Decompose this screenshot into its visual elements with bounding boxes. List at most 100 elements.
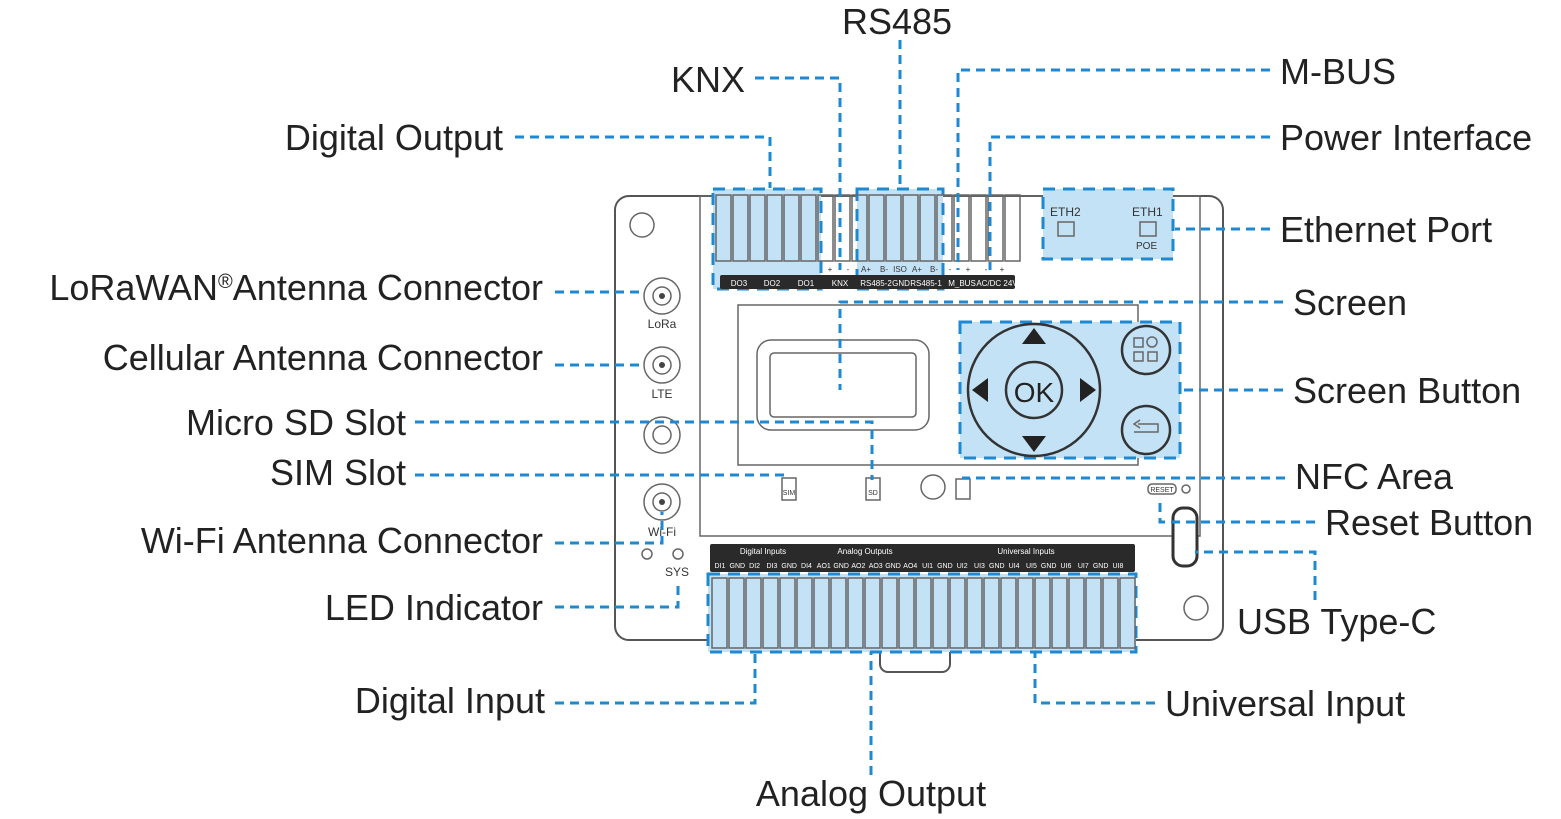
top-terminal-label: M_BUS bbox=[948, 279, 976, 288]
top-terminal-sublabel: A+ bbox=[912, 265, 922, 274]
bottom-pin-label: AO1 bbox=[817, 563, 831, 570]
callout-nfc: NFC Area bbox=[1295, 456, 1454, 497]
terminal bbox=[864, 577, 881, 649]
lora-connector-icon bbox=[643, 277, 681, 315]
arrow-down-icon[interactable] bbox=[1022, 436, 1046, 452]
bottom-pin-label: GND bbox=[781, 563, 797, 570]
wifi-label: Wi-Fi bbox=[648, 525, 676, 539]
usb-c-port-icon bbox=[1171, 506, 1199, 568]
terminal bbox=[966, 577, 983, 649]
terminal bbox=[1000, 577, 1017, 649]
terminal bbox=[1004, 194, 1021, 262]
led-icon bbox=[641, 548, 653, 560]
terminal bbox=[762, 577, 779, 649]
ethernet-port-icon bbox=[1057, 221, 1075, 237]
terminal bbox=[796, 577, 813, 649]
top-terminal-label: RS485-1 bbox=[910, 279, 942, 288]
bottom-terminal-zone bbox=[706, 572, 1138, 654]
top-terminal-label: RS485-2 bbox=[860, 279, 892, 288]
bottom-pin-label: GND bbox=[885, 563, 901, 570]
callout-screen-button: Screen Button bbox=[1293, 370, 1521, 411]
registered-mark: ® bbox=[218, 271, 233, 293]
bottom-pin-label: AO2 bbox=[851, 563, 865, 570]
terminal bbox=[949, 577, 966, 649]
sim-slot-icon bbox=[781, 477, 797, 501]
sim-label: SIM bbox=[783, 490, 796, 497]
top-terminal-sublabel: A+ bbox=[861, 265, 871, 274]
callout-reset-button: Reset Button bbox=[1325, 502, 1533, 543]
top-terminal-sublabel: + bbox=[966, 265, 971, 274]
ok-button[interactable] bbox=[1004, 360, 1064, 420]
top-terminal-sublabel: B- bbox=[880, 265, 888, 274]
reset-button[interactable] bbox=[1147, 483, 1177, 495]
callout-m-bus: M-BUS bbox=[1280, 51, 1396, 92]
bottom-pin-label: UI2 bbox=[957, 563, 968, 570]
top-terminal-sublabel: B- bbox=[930, 265, 938, 274]
led-icon bbox=[672, 548, 684, 560]
menu-button[interactable] bbox=[1120, 324, 1172, 376]
arrow-left-icon[interactable] bbox=[972, 378, 988, 402]
callout-lorawan: LoRaWAN®Antenna Connector bbox=[49, 267, 543, 308]
terminal bbox=[715, 194, 732, 262]
terminal bbox=[1119, 577, 1136, 649]
lte-label: LTE bbox=[651, 387, 672, 401]
top-terminal-label: DO3 bbox=[731, 279, 748, 288]
terminal bbox=[898, 577, 915, 649]
cross-knob-icon bbox=[643, 416, 681, 454]
terminal bbox=[783, 194, 800, 262]
bottom-pin-label: UI4 bbox=[1009, 563, 1020, 570]
terminal bbox=[1068, 577, 1085, 649]
callout-digital-input: Digital Input bbox=[355, 680, 545, 721]
callout-ethernet-port: Ethernet Port bbox=[1280, 209, 1492, 250]
bottom-pin-label: GND bbox=[1041, 563, 1057, 570]
bottom-pin-label: GND bbox=[937, 563, 953, 570]
terminal bbox=[813, 577, 830, 649]
arrow-right-icon[interactable] bbox=[1080, 378, 1096, 402]
terminal bbox=[1085, 577, 1102, 649]
top-terminal-label: GND bbox=[892, 279, 910, 288]
terminal bbox=[834, 194, 851, 262]
terminal bbox=[936, 194, 953, 262]
bottom-pin-label: UI5 bbox=[1026, 563, 1037, 570]
callout-lines bbox=[415, 40, 1317, 775]
terminal bbox=[902, 194, 919, 262]
led-icon bbox=[1181, 484, 1191, 494]
back-arrow-icon bbox=[1132, 419, 1159, 433]
callout-cellular: Cellular Antenna Connector bbox=[103, 337, 543, 378]
terminal bbox=[817, 194, 834, 262]
terminal bbox=[749, 194, 766, 262]
top-terminal-label: AC/DC 24V bbox=[976, 279, 1018, 288]
terminal bbox=[800, 194, 817, 262]
terminal bbox=[766, 194, 783, 262]
top-terminal-sublabel: + bbox=[828, 265, 833, 274]
lorawan-text: LoRaWAN bbox=[49, 267, 218, 308]
back-button[interactable] bbox=[1120, 404, 1172, 456]
callout-sim: SIM Slot bbox=[270, 452, 406, 493]
callout-rs485: RS485 bbox=[842, 1, 952, 42]
terminal bbox=[1034, 577, 1051, 649]
bottom-pin-label: DI4 bbox=[801, 563, 812, 570]
top-terminal-sublabel: ISO bbox=[893, 265, 907, 274]
apps-icon bbox=[1133, 337, 1144, 348]
ethernet-port-icon bbox=[1139, 221, 1157, 237]
bottom-pin-label: DI3 bbox=[766, 563, 777, 570]
bottom-pin-label: UI7 bbox=[1078, 563, 1089, 570]
callout-knx: KNX bbox=[671, 59, 745, 100]
dpad: OK bbox=[966, 322, 1102, 458]
group-digital-inputs: Digital Inputs bbox=[740, 547, 786, 556]
wifi-connector-icon bbox=[643, 483, 681, 521]
top-terminal-sublabel: - bbox=[949, 265, 952, 274]
callout-analog-output: Analog Output bbox=[756, 773, 986, 814]
callout-micro-sd: Micro SD Slot bbox=[186, 402, 406, 443]
sys-label: SYS bbox=[665, 565, 689, 579]
terminal bbox=[711, 577, 728, 649]
arrow-up-icon[interactable] bbox=[1022, 328, 1046, 344]
terminal bbox=[1102, 577, 1119, 649]
terminal bbox=[953, 194, 970, 262]
device-body bbox=[614, 195, 1224, 673]
terminal bbox=[881, 577, 898, 649]
callout-wifi: Wi-Fi Antenna Connector bbox=[141, 520, 543, 561]
antenna-connector-text: Antenna Connector bbox=[233, 267, 543, 308]
top-terminal-sublabel: - bbox=[985, 265, 988, 274]
terminal bbox=[932, 577, 949, 649]
